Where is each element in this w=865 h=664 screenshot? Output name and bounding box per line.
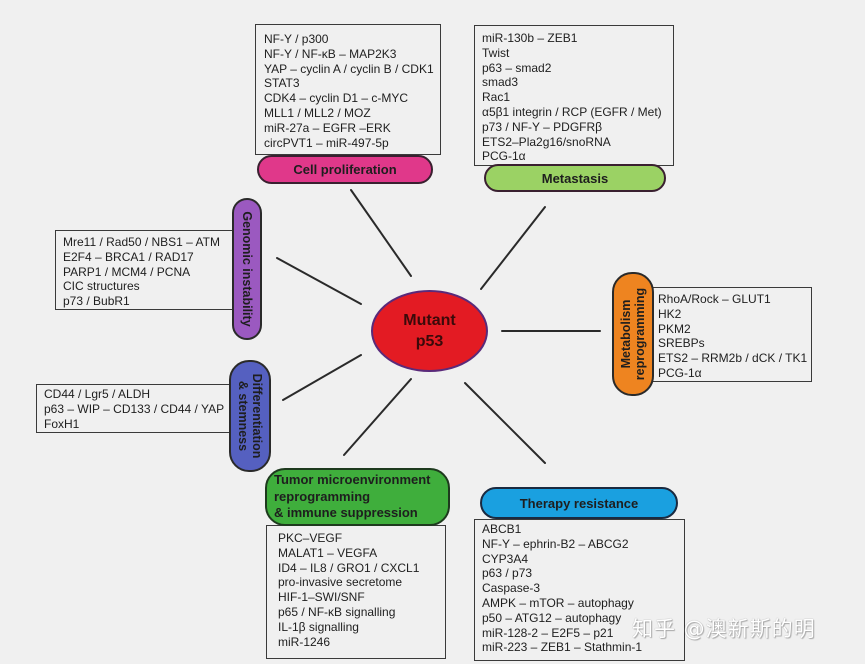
list-item: PCG-1α <box>482 149 526 164</box>
differentiation-box: CD44 / Lgr5 / ALDH p63 – WIP – CD133 / C… <box>36 384 232 433</box>
center-label-line2: p53 <box>415 333 444 350</box>
list-item: Twist <box>482 45 510 60</box>
list-item: ETS2–Pla2g16/snoRNA <box>482 134 611 149</box>
therapy-resistance-label: Therapy resistance <box>480 487 678 519</box>
list-item: PKC–VEGF <box>278 531 343 545</box>
list-item: PCG-1α <box>658 365 702 380</box>
cell-proliferation-box: NF-Y / p300 NF-Y / NF-κB – MAP2K3 YAP – … <box>255 24 441 155</box>
center-label-line1: Mutant <box>403 312 456 329</box>
list-item: PKM2 <box>658 321 691 336</box>
list-item: NF-Y / NF-κB – MAP2K3 <box>264 46 397 61</box>
list-item: IL-1β signalling <box>278 619 359 634</box>
list-item: p65 / NF-κB signalling <box>278 604 396 619</box>
list-item: miR-128-2 – E2F5 – p21 <box>482 625 614 640</box>
list-item: CYP3A4 <box>482 551 529 566</box>
list-item: AMPK – mTOR – autophagy <box>482 595 634 610</box>
metabolism-reprogramming-label: Metabolism reprogramming <box>612 272 654 396</box>
genomic-instability-label: Genomic instability <box>232 198 262 340</box>
list-item: SREBPs <box>658 336 705 351</box>
tumor-microenvironment-box: PKC–VEGF MALAT1 – VEGFA ID4 – IL8 / GRO1… <box>266 525 446 659</box>
list-item: RhoA/Rock – GLUT1 <box>658 292 771 306</box>
list-item: CIC structures <box>63 279 140 294</box>
list-item: miR-1246 <box>278 634 331 649</box>
list-item: NF-Y / p300 <box>264 32 329 46</box>
tumor-microenvironment-label: Tumor microenvironment reprogramming & i… <box>265 468 450 526</box>
list-item: HIF-1–SWI/SNF <box>278 590 365 605</box>
list-item: E2F4 – BRCA1 / RAD17 <box>63 249 194 264</box>
list-item: YAP – cyclin A / cyclin B / CDK1 <box>264 61 434 76</box>
mutant-p53-node: Mutant p53 <box>371 290 488 372</box>
list-item: HK2 <box>658 306 682 321</box>
connector-differentiation <box>282 354 362 401</box>
list-item: MALAT1 – VEGFA <box>278 545 378 560</box>
cell-proliferation-label: Cell proliferation <box>257 155 433 184</box>
list-item: Caspase-3 <box>482 581 541 596</box>
list-item: p50 – ATG12 – autophagy <box>482 610 622 625</box>
connector-metastasis <box>480 206 546 290</box>
list-item: ETS2 – RRM2b / dCK / TK1 <box>658 351 808 366</box>
metastasis-box: miR-130b – ZEB1 Twist p63 – smad2 smad3 … <box>474 25 674 166</box>
list-item: ABCB1 <box>482 522 522 536</box>
connector-tumor-microenvironment <box>343 378 412 456</box>
metabolism-box: RhoA/Rock – GLUT1 HK2 PKM2 SREBPs ETS2 –… <box>650 287 812 382</box>
list-item: CDK4 – cyclin D1 – c-MYC <box>264 91 409 106</box>
genomic-instability-box: Mre11 / Rad50 / NBS1 – ATM E2F4 – BRCA1 … <box>55 230 235 310</box>
list-item: Mre11 / Rad50 / NBS1 – ATM <box>63 235 220 249</box>
therapy-resistance-box: ABCB1 NF-Y – ephrin-B2 – ABCG2 CYP3A4 p6… <box>474 519 685 661</box>
list-item: miR-27a – EGFR –ERK <box>264 120 391 135</box>
list-item: MLL1 / MLL2 / MOZ <box>264 105 371 120</box>
list-item: p63 – WIP – CD133 / CD44 / YAP <box>44 401 225 416</box>
differentiation-stemness-label: Differentiation & stemness <box>229 360 271 472</box>
list-item: CD44 / Lgr5 / ALDH <box>44 387 151 401</box>
list-item: p73 / BubR1 <box>63 294 130 309</box>
list-item: smad3 <box>482 75 519 90</box>
list-item: miR-223 – ZEB1 – Stathmin-1 <box>482 640 643 655</box>
metastasis-label: Metastasis <box>484 164 666 192</box>
list-item: Rac1 <box>482 90 511 105</box>
list-item: α5β1 integrin / RCP (EGFR / Met) <box>482 104 662 119</box>
list-item: p73 / NF-Y – PDGFRβ <box>482 119 603 134</box>
connector-genomic-instability <box>276 257 362 305</box>
list-item: FoxH1 <box>44 416 80 431</box>
list-item: PARP1 / MCM4 / PCNA <box>63 264 191 279</box>
watermark-text: 知乎 @澳新斯的明 <box>632 617 816 641</box>
connector-therapy-resistance <box>464 382 546 464</box>
list-item: circPVT1 – miR-497-5p <box>264 135 389 150</box>
list-item: ID4 – IL8 / GRO1 / CXCL1 <box>278 560 420 575</box>
list-item: miR-130b – ZEB1 <box>482 31 578 45</box>
list-item: STAT3 <box>264 76 300 91</box>
list-item: p63 / p73 <box>482 566 533 581</box>
list-item: p63 – smad2 <box>482 60 552 75</box>
connector-cell-proliferation <box>350 189 412 277</box>
list-item: pro-invasive secretome <box>278 575 403 590</box>
list-item: NF-Y – ephrin-B2 – ABCG2 <box>482 536 629 551</box>
